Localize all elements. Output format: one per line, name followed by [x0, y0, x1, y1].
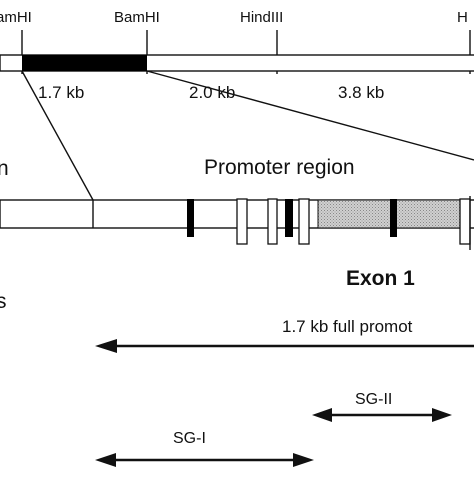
left-partial-label: n	[0, 157, 9, 180]
left-partial-small-label: s	[0, 290, 7, 313]
element-open-box-3	[298, 198, 310, 245]
fragment-size-3: 3.8 kb	[338, 83, 384, 102]
restriction-map: amHI BamHI HindIII H 1.7 kb 2.0 kb 3.8 k…	[0, 9, 474, 102]
element-block-2	[285, 199, 293, 237]
full-promoter-arrowhead	[95, 339, 117, 353]
sg1-arrowhead-right	[293, 453, 314, 467]
full-promoter-label: 1.7 kb full promot	[282, 317, 413, 336]
sg2-arrowhead-left	[312, 408, 332, 422]
map-filled-block	[22, 55, 147, 71]
fragment-size-2: 2.0 kb	[189, 83, 235, 102]
promoter-detail: n Promoter region H Exon 1 s	[0, 156, 474, 313]
site-label-bamhi: BamHI	[114, 9, 160, 26]
element-open-box-1	[236, 198, 248, 245]
element-block-3	[390, 199, 397, 237]
site-label-hindiii: HindIII	[240, 9, 283, 26]
sg2-label: SG-II	[355, 391, 392, 408]
fragment-size-1: 1.7 kb	[38, 83, 84, 102]
construct-arrows: 1.7 kb full promot SG-II SG-I	[95, 317, 474, 467]
site-label-h-right: H	[457, 9, 468, 26]
zoom-lines	[21, 70, 474, 201]
site-label-bamhi-left: amHI	[0, 9, 32, 26]
exon-1-label: Exon 1	[346, 267, 415, 290]
sg1-arrowhead-left	[95, 453, 116, 467]
sg1-label: SG-I	[173, 430, 206, 447]
zoom-line-right	[146, 70, 474, 161]
element-open-box-2	[267, 198, 278, 245]
element-block-1	[187, 199, 194, 237]
element-open-box-4	[459, 198, 471, 245]
sg2-arrowhead-right	[432, 408, 452, 422]
promoter-region-label: Promoter region	[204, 156, 355, 179]
zoom-line-left	[21, 70, 94, 201]
